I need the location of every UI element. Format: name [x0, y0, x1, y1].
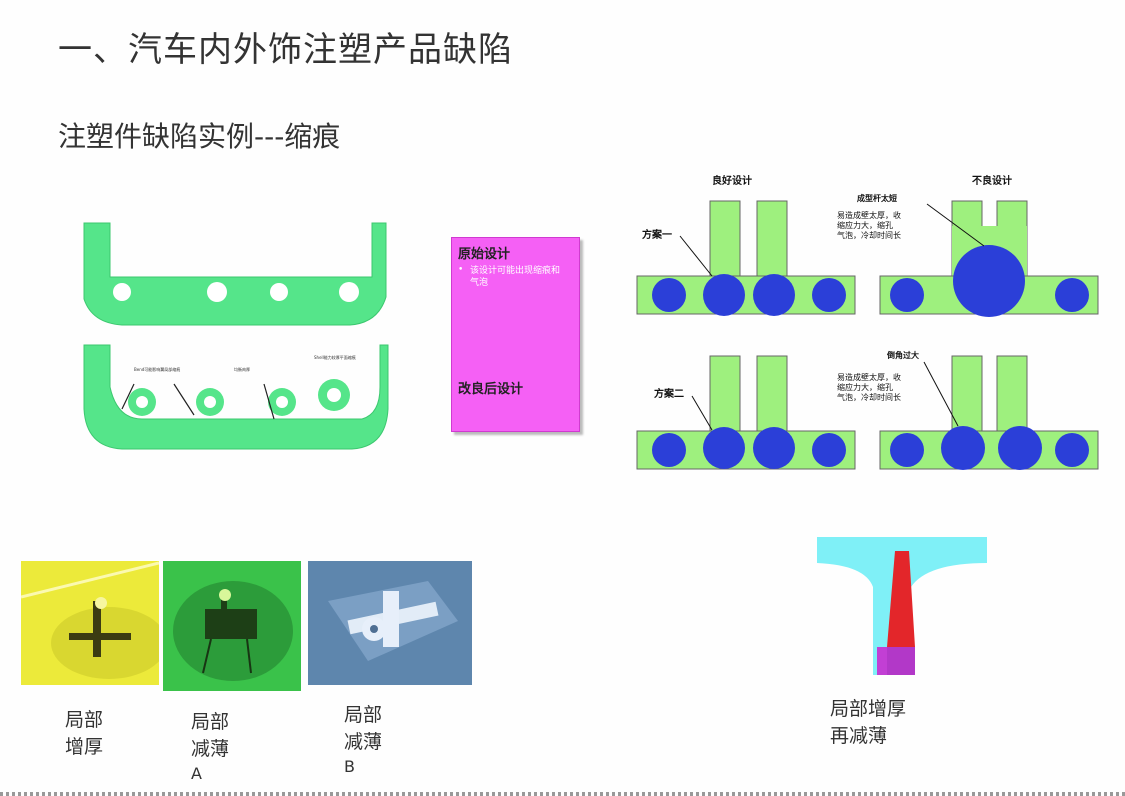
caption-local-thickening: 局部增厚 [65, 709, 104, 758]
bad-design-large-fillet [879, 355, 1099, 470]
caption-local-thinning-b: 局部减薄 B [344, 704, 383, 776]
good-vs-bad-design-diagram: 良好设计 不良设计 方案一 成型杆太短 易造成壁太厚，收 缩应力大，缩孔 气泡，… [636, 174, 1099, 470]
note-bullet: • [458, 265, 464, 275]
improved-design-label: 改良后设计 [458, 382, 524, 397]
scheme-one-label: 方案一 [642, 228, 672, 241]
local-thinning-a-photo [163, 561, 301, 691]
thick-boss-label: 成型杆太短 [857, 193, 897, 203]
bad-note-top-3: 气泡，冷却时间长 [837, 230, 901, 240]
original-design-label: 原始设计 [458, 247, 511, 262]
red-rib [887, 551, 915, 647]
caption-local-thinning-a: 局部减薄 A [191, 711, 230, 783]
callout-left: Bend可能影响翼局部缩痕 [134, 366, 180, 372]
bad-note-bottom-1: 易造成壁太厚，收 [837, 372, 901, 382]
slide-subtitle: 注塑件缺陷实例---缩痕 [58, 120, 341, 153]
callout-middle: 均衡肉厚 [234, 366, 250, 372]
callout-right: Shell能力较厚平面缩痕 [314, 354, 356, 360]
slide-title: 一、汽车内外饰注塑产品缺陷 [58, 30, 513, 70]
bottom-divider [0, 792, 1125, 796]
tee-section-diagram [817, 537, 987, 675]
scheme-two-label: 方案二 [654, 387, 684, 400]
improved-part-section [83, 344, 389, 450]
bad-design-thick-boss [879, 200, 1099, 317]
bad-note-bottom-2: 缩应力大，缩孔 [837, 382, 893, 392]
large-fillet-label: 倒角过大 [886, 350, 919, 360]
original-part-section [83, 222, 387, 326]
good-design-scheme-two [636, 355, 856, 470]
bad-note-top-2: 缩应力大，缩孔 [837, 220, 893, 230]
caption-thicken-then-thin: 局部增厚再减薄 [830, 698, 907, 747]
bad-design-label: 不良设计 [972, 174, 1012, 187]
sink-mark-cross-section-diagram: Bend可能影响翼局部缩痕 均衡肉厚 Shell能力较厚平面缩痕 [83, 222, 389, 450]
bad-note-bottom-3: 气泡，冷却时间长 [837, 392, 901, 402]
good-design-label: 良好设计 [712, 174, 752, 187]
bad-note-top-1: 易造成壁太厚，收 [837, 210, 901, 220]
local-thickening-photo [21, 561, 159, 685]
local-thinning-b-photo [308, 561, 472, 685]
good-design-scheme-one [636, 200, 856, 316]
design-note-text: 该设计可能出现缩痕和气泡 [470, 266, 561, 288]
design-note-box: 原始设计 • 该设计可能出现缩痕和气泡 改良后设计 [451, 237, 580, 432]
